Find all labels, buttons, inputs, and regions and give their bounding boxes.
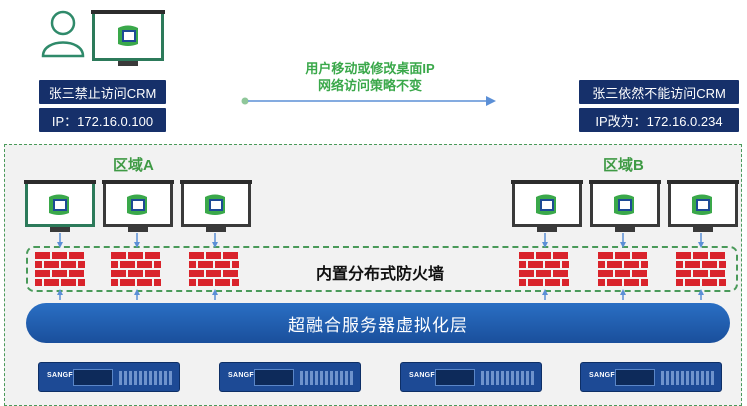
arrow-icon	[57, 289, 63, 295]
server-brand: SANGFOR	[228, 372, 266, 379]
right-ip-text: IP改为：172.16.0.234	[595, 113, 723, 129]
server-brand: SANGFOR	[589, 372, 627, 379]
arrow-icon	[620, 242, 626, 248]
firewall-brick-icon	[519, 252, 569, 286]
left-ip-box: IP：172.16.0.100	[39, 108, 166, 132]
arrow-icon	[620, 289, 626, 295]
server-icon: SANGFOR	[219, 362, 361, 392]
server-brand: SANGFOR	[47, 372, 85, 379]
arrow-icon	[212, 242, 218, 248]
zone-a-label: 区域A	[113, 157, 154, 174]
desktop-monitor-icon	[180, 180, 252, 233]
desktop-monitor-icon	[102, 180, 174, 233]
server-brand: SANGFOR	[409, 372, 447, 379]
right-ip-box: IP改为：172.16.0.234	[579, 108, 739, 132]
firewall-band	[26, 246, 738, 292]
firewall-brick-icon	[35, 252, 85, 286]
desktop-monitor-icon	[667, 180, 739, 233]
arrow-icon	[212, 289, 218, 295]
hyperconverged-label: 超融合服务器虚拟化层	[288, 315, 468, 335]
left-status-box: 张三禁止访问CRM	[39, 80, 166, 104]
move-arrow-icon	[241, 96, 496, 106]
server-icon: SANGFOR	[38, 362, 180, 392]
arrow-icon	[134, 289, 140, 295]
arrow-icon	[134, 242, 140, 248]
desktop-monitor-icon	[24, 180, 96, 233]
firewall-brick-icon	[189, 252, 239, 286]
headline-line2: 网络访问策略不变	[317, 78, 422, 93]
arrow-icon	[57, 242, 63, 248]
server-icon: SANGFOR	[400, 362, 542, 392]
headline: 用户移动或修改桌面IP 网络访问策略不变	[270, 60, 470, 94]
zone-b-label: 区域B	[603, 157, 644, 174]
firewall-brick-icon	[111, 252, 161, 286]
firewall-brick-icon	[598, 252, 648, 286]
left-status-text: 张三禁止访问CRM	[48, 85, 157, 101]
user-desktop-monitor-icon	[91, 10, 165, 69]
firewall-brick-icon	[676, 252, 726, 286]
hyperconverged-layer: 超融合服务器虚拟化层	[26, 303, 730, 343]
server-icon: SANGFOR	[580, 362, 722, 392]
desktop-monitor-icon	[589, 180, 661, 233]
arrow-icon	[698, 289, 704, 295]
arrow-icon	[542, 289, 548, 295]
headline-line1: 用户移动或修改桌面IP	[305, 61, 435, 76]
right-status-text: 张三依然不能访问CRM	[592, 85, 726, 101]
user-icon	[41, 10, 85, 58]
right-status-box: 张三依然不能访问CRM	[579, 80, 739, 104]
left-ip-text: IP：172.16.0.100	[51, 113, 154, 129]
firewall-label: 内置分布式防火墙	[315, 266, 444, 283]
arrow-icon	[542, 242, 548, 248]
arrow-icon	[698, 242, 704, 248]
desktop-monitor-icon	[511, 180, 583, 233]
